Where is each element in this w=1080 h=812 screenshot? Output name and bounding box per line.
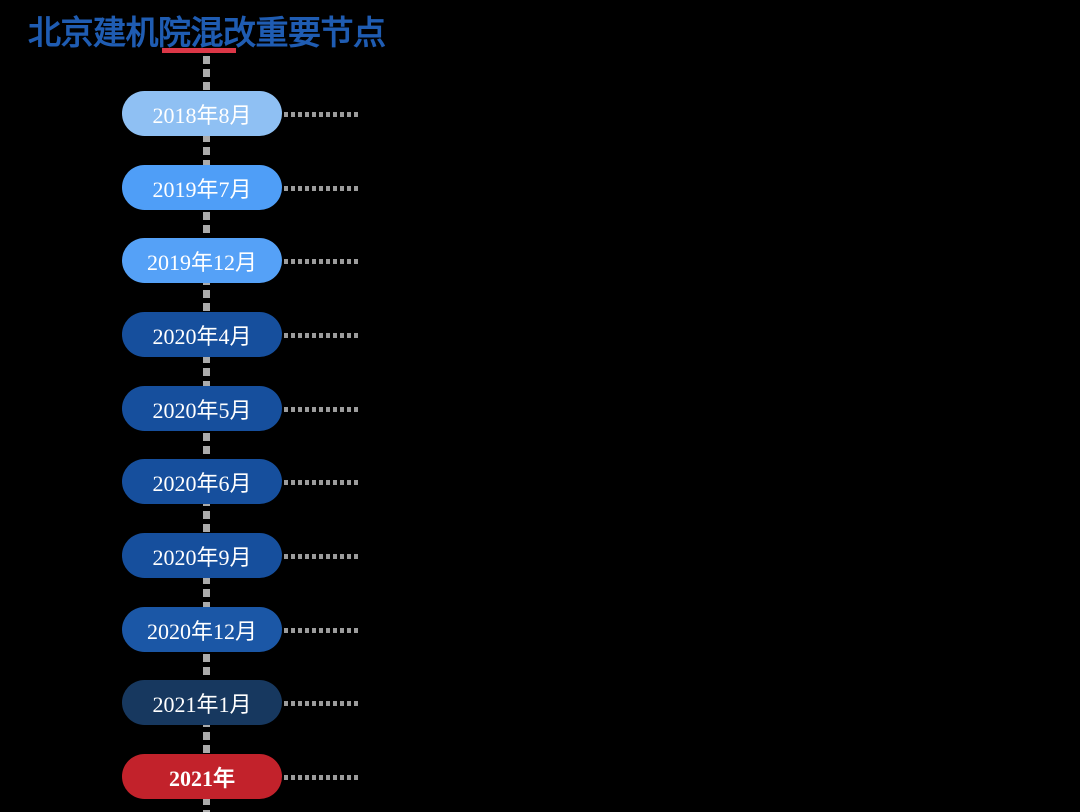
timeline-item-label: 2020年4月 <box>152 323 252 349</box>
timeline-item: 2021年 <box>122 754 282 799</box>
title-underline <box>162 48 236 53</box>
timeline-connector <box>284 259 358 264</box>
timeline-connector <box>284 628 358 633</box>
timeline-item: 2019年12月 <box>122 238 282 283</box>
timeline-connector <box>284 775 358 780</box>
timeline-connector <box>284 554 358 559</box>
timeline-item: 2020年4月 <box>122 312 282 357</box>
timeline-connector <box>284 407 358 412</box>
timeline-connector <box>284 333 358 338</box>
timeline-connector <box>284 112 358 117</box>
timeline-item: 2020年6月 <box>122 459 282 504</box>
timeline-item-label: 2021年 <box>168 765 235 791</box>
timeline-item-label: 2019年7月 <box>152 176 252 202</box>
timeline-connector <box>284 480 358 485</box>
timeline-item: 2020年12月 <box>122 607 282 652</box>
timeline-item-label: 2021年1月 <box>152 691 252 717</box>
timeline-item: 2021年1月 <box>122 680 282 725</box>
timeline-item: 2019年7月 <box>122 165 282 210</box>
timeline-item: 2020年5月 <box>122 386 282 431</box>
timeline-item-label: 2018年8月 <box>152 102 252 128</box>
timeline-connector <box>284 701 358 706</box>
timeline-item-label: 2020年6月 <box>152 470 252 496</box>
timeline-item: 2020年9月 <box>122 533 282 578</box>
timeline-item: 2018年8月 <box>122 91 282 136</box>
timeline-axis <box>203 56 210 812</box>
timeline-item-label: 2020年9月 <box>152 544 252 570</box>
page-title: 北京建机院混改重要节点 <box>28 14 386 51</box>
timeline-item-label: 2020年12月 <box>146 618 257 644</box>
timeline-item-label: 2020年5月 <box>152 397 252 423</box>
timeline-item-label: 2019年12月 <box>146 249 257 275</box>
timeline-connector <box>284 186 358 191</box>
